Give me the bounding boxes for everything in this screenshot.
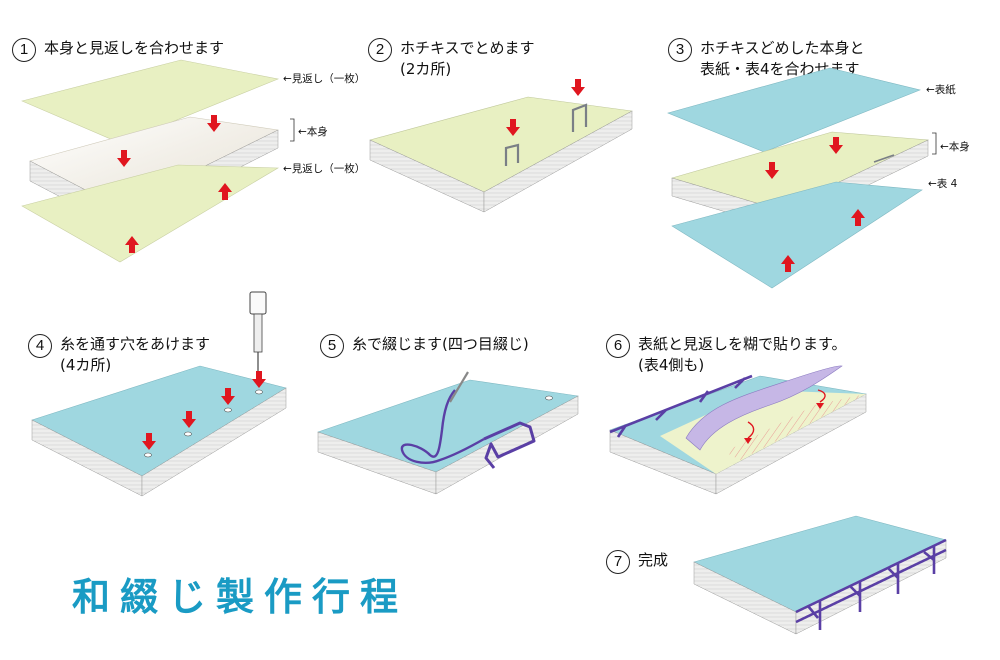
step-caption: 糸を通す穴をあけます (4カ所) bbox=[60, 335, 211, 374]
step-number: 3 bbox=[668, 38, 692, 62]
step-7-diagram bbox=[693, 515, 947, 635]
endpaper-sheet-top bbox=[21, 59, 280, 144]
thread-binding bbox=[795, 538, 947, 630]
step-6-heading: 6 表紙と見返しを糊で貼ります。 (表4側も) bbox=[606, 334, 847, 376]
step-5-diagram bbox=[317, 371, 579, 495]
needle-icon bbox=[449, 371, 469, 403]
arrow-down-icon bbox=[571, 79, 585, 96]
staple-icon bbox=[504, 143, 520, 166]
step-number: 1 bbox=[12, 38, 36, 62]
step-caption: 本身と見返しを合わせます bbox=[44, 39, 225, 57]
step-caption: 表紙と見返しを糊で貼ります。 (表4側も) bbox=[638, 335, 847, 374]
label-endpaper-top: ←見返し（一枚） bbox=[283, 73, 366, 85]
step-7-heading: 7 完成 bbox=[606, 550, 668, 574]
step-number: 2 bbox=[368, 38, 392, 62]
punch-hole bbox=[545, 395, 553, 401]
cover-sheet bbox=[667, 67, 921, 153]
step-5-heading: 5 糸で綴じます(四つ目綴じ) bbox=[320, 334, 529, 358]
step-2-heading: 2 ホチキスでとめます (2カ所) bbox=[368, 38, 535, 80]
step-1-diagram bbox=[21, 59, 295, 263]
glue-area bbox=[725, 394, 866, 460]
step-caption: 糸で綴じます(四つ目綴じ) bbox=[352, 335, 529, 353]
step-number: 7 bbox=[606, 550, 630, 574]
step-caption: 完成 bbox=[638, 551, 669, 569]
label-text-block: ←本身 bbox=[298, 126, 328, 138]
label-endpaper-bottom: ←見返し（一枚） bbox=[283, 163, 366, 175]
punch-hole bbox=[224, 407, 232, 413]
curved-arrow-icon bbox=[747, 421, 755, 439]
step-1-heading: 1 本身と見返しを合わせます bbox=[12, 38, 224, 62]
punch-hole bbox=[255, 389, 263, 395]
thread-icon bbox=[483, 421, 536, 469]
label-cover: ←表紙 bbox=[926, 84, 956, 96]
step-2-diagram bbox=[369, 79, 633, 213]
punch-hole bbox=[144, 452, 152, 458]
step-4-diagram bbox=[31, 291, 287, 497]
step-number: 4 bbox=[28, 334, 52, 358]
peeled-cover bbox=[685, 365, 843, 451]
step-number: 6 bbox=[606, 334, 630, 358]
label-back-cover: ←表 4 bbox=[928, 178, 958, 190]
step-number: 5 bbox=[320, 334, 344, 358]
curved-arrow-icon bbox=[817, 389, 826, 403]
thread-binding bbox=[609, 374, 753, 438]
step-caption: ホチキスでとめます (2カ所) bbox=[400, 39, 535, 78]
endpaper-sheet-bottom bbox=[21, 164, 280, 263]
staple-icon bbox=[571, 103, 588, 132]
step-4-heading: 4 糸を通す穴をあけます (4カ所) bbox=[28, 334, 210, 376]
thread-icon bbox=[400, 389, 485, 464]
punch-hole bbox=[184, 431, 192, 437]
back-cover-sheet bbox=[671, 181, 923, 289]
awl-icon bbox=[249, 291, 267, 372]
step-3-diagram bbox=[667, 67, 937, 289]
page-title: 和綴じ製作行程 bbox=[72, 575, 409, 619]
step-6-diagram bbox=[609, 365, 867, 495]
label-text-block-3: ←本身 bbox=[940, 141, 970, 153]
